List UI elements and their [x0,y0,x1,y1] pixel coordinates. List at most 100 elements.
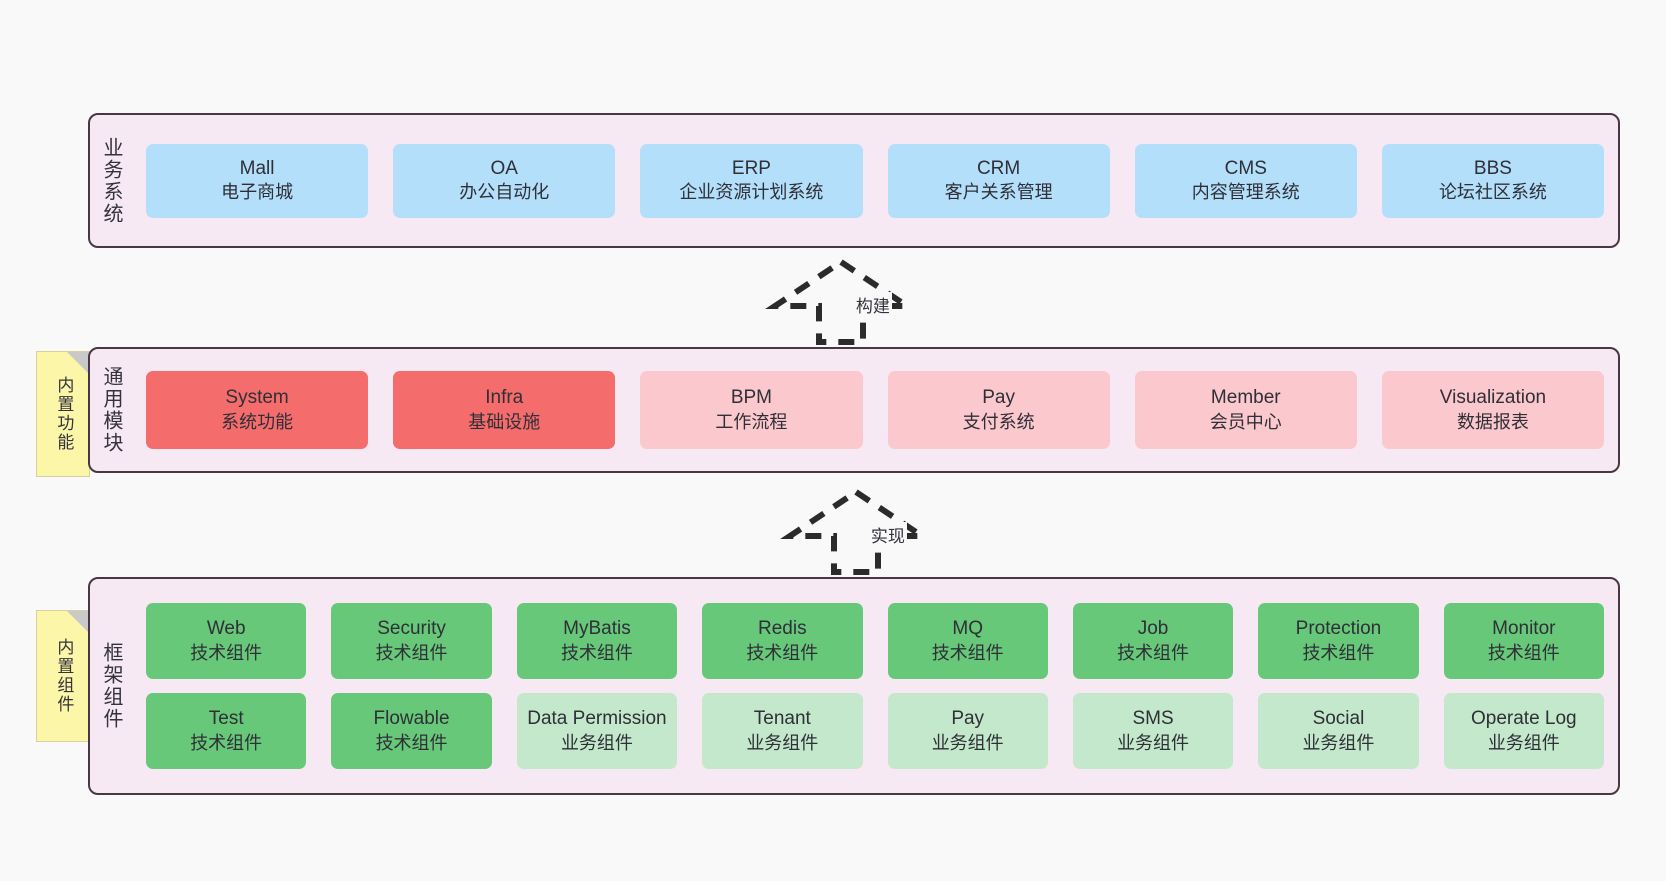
card-title: System [225,387,289,409]
card-subtitle: 业务组件 [560,732,633,753]
card-title: Job [1137,618,1169,640]
card-subtitle: 企业资源计划系统 [679,182,824,203]
card-subtitle: 技术组件 [190,732,263,753]
layer-common-module: 通用模块 System 系统功能 Infra 基础设施 BPM 工作流程 Pay… [88,347,1620,473]
card-title: MQ [952,618,983,640]
note-label: 内置组件 [54,638,74,714]
card-title: Tenant [753,708,811,730]
card-subtitle: 业务组件 [1302,732,1375,753]
card-title: CRM [976,157,1021,179]
card-redis[interactable]: Redis 技术组件 [702,603,863,679]
card-mall[interactable]: Mall 电子商城 [146,143,369,218]
card-title: Visualization [1439,387,1547,409]
layer-title-business: 业务系统 [100,136,122,225]
card-title: ERP [731,157,771,179]
layer-title-common: 通用模块 [100,366,122,454]
dashed-hollow-arrow-up-icon [765,258,917,345]
card-row: System 系统功能 Infra 基础设施 BPM 工作流程 Pay 支付系统… [146,371,1605,449]
arrow-implement: 实现 [772,488,940,575]
card-subtitle: 技术组件 [560,642,633,663]
card-subtitle: 数据报表 [1456,411,1529,432]
card-monitor[interactable]: Monitor 技术组件 [1443,603,1604,679]
card-pay-business[interactable]: Pay 业务组件 [887,693,1048,769]
layer-business-system: 业务系统 Mall 电子商城 OA 办公自动化 ERP 企业资源计划系统 CRM… [88,113,1620,248]
card-grid-frame: Web 技术组件 Security 技术组件 MyBatis 技术组件 Redi… [132,579,1618,793]
card-subtitle: 业务组件 [931,732,1004,753]
card-grid-business: Mall 电子商城 OA 办公自动化 ERP 企业资源计划系统 CRM 客户关系… [132,115,1618,246]
card-crm[interactable]: CRM 客户关系管理 [887,143,1110,218]
card-infra[interactable]: Infra 基础设施 [393,371,616,449]
card-subtitle: 技术组件 [931,642,1004,663]
card-cms[interactable]: CMS 内容管理系统 [1134,143,1357,218]
card-flowable[interactable]: Flowable 技术组件 [331,693,492,769]
card-subtitle: 技术组件 [1117,642,1190,663]
card-title: Pay [982,387,1015,409]
card-tenant[interactable]: Tenant 业务组件 [702,693,863,769]
card-subtitle: 电子商城 [221,182,294,203]
card-member[interactable]: Member 会员中心 [1134,371,1357,449]
card-visualization[interactable]: Visualization 数据报表 [1381,371,1605,449]
card-subtitle: 会员中心 [1209,411,1282,432]
card-title: Social [1312,708,1365,730]
note-label: 内置功能 [54,376,74,452]
card-title: MyBatis [563,618,631,640]
arrow-label-implement: 实现 [868,522,907,547]
card-subtitle: 系统功能 [221,411,294,432]
card-subtitle: 技术组件 [1302,642,1375,663]
card-bpm[interactable]: BPM 工作流程 [640,371,863,449]
card-mybatis[interactable]: MyBatis 技术组件 [516,603,678,679]
card-social[interactable]: Social 业务组件 [1258,693,1419,769]
card-title: BPM [730,387,773,409]
card-title: Operate Log [1470,708,1577,730]
card-subtitle: 技术组件 [1487,642,1560,663]
card-subtitle: 业务组件 [1487,732,1560,753]
card-title: Security [377,618,446,640]
card-data-permission[interactable]: Data Permission 业务组件 [516,693,678,769]
card-pay[interactable]: Pay 支付系统 [887,371,1110,449]
layer-title-frame: 框架组件 [100,642,122,730]
card-subtitle: 支付系统 [962,411,1035,432]
card-bbs[interactable]: BBS 论坛社区系统 [1381,143,1605,218]
card-subtitle: 业务组件 [746,732,819,753]
card-title: BBS [1473,157,1512,179]
card-subtitle: 技术组件 [375,732,448,753]
card-subtitle: 内容管理系统 [1191,182,1300,203]
card-subtitle: 技术组件 [375,642,448,663]
card-web[interactable]: Web 技术组件 [146,603,307,679]
card-subtitle: 客户关系管理 [944,182,1053,203]
card-title: Infra [485,387,524,409]
card-title: OA [490,157,518,179]
card-system[interactable]: System 系统功能 [146,371,369,449]
card-mq[interactable]: MQ 技术组件 [887,603,1048,679]
card-title: CMS [1224,157,1267,179]
note-builtin-component: 内置组件 [36,610,90,742]
dashed-hollow-arrow-up-icon [780,488,932,575]
card-title: Mall [239,157,275,179]
card-title: Test [208,708,244,730]
arrow-build: 构建 [757,258,925,345]
card-title: Redis [758,618,807,640]
card-protection[interactable]: Protection 技术组件 [1258,603,1419,679]
card-title: Data Permission [527,708,667,730]
card-subtitle: 办公自动化 [459,182,550,203]
card-job[interactable]: Job 技术组件 [1072,603,1234,679]
card-subtitle: 技术组件 [190,642,263,663]
card-operate-log[interactable]: Operate Log 业务组件 [1443,693,1604,769]
card-title: Web [206,618,246,640]
card-title: Protection [1295,618,1382,640]
card-row: Web 技术组件 Security 技术组件 MyBatis 技术组件 Redi… [146,603,1604,679]
card-security[interactable]: Security 技术组件 [331,603,492,679]
card-grid-common: System 系统功能 Infra 基础设施 BPM 工作流程 Pay 支付系统… [132,349,1618,471]
card-subtitle: 技术组件 [746,642,819,663]
card-subtitle: 工作流程 [715,411,788,432]
card-oa[interactable]: OA 办公自动化 [393,143,616,218]
note-builtin-feature: 内置功能 [36,351,90,477]
layer-framework-component: 框架组件 Web 技术组件 Security 技术组件 MyBatis 技术组件… [88,577,1620,795]
card-erp[interactable]: ERP 企业资源计划系统 [640,143,863,218]
card-title: Pay [951,708,985,730]
card-row: Mall 电子商城 OA 办公自动化 ERP 企业资源计划系统 CRM 客户关系… [146,143,1605,218]
card-sms[interactable]: SMS 业务组件 [1072,693,1234,769]
card-test[interactable]: Test 技术组件 [146,693,307,769]
card-title: SMS [1132,708,1174,730]
